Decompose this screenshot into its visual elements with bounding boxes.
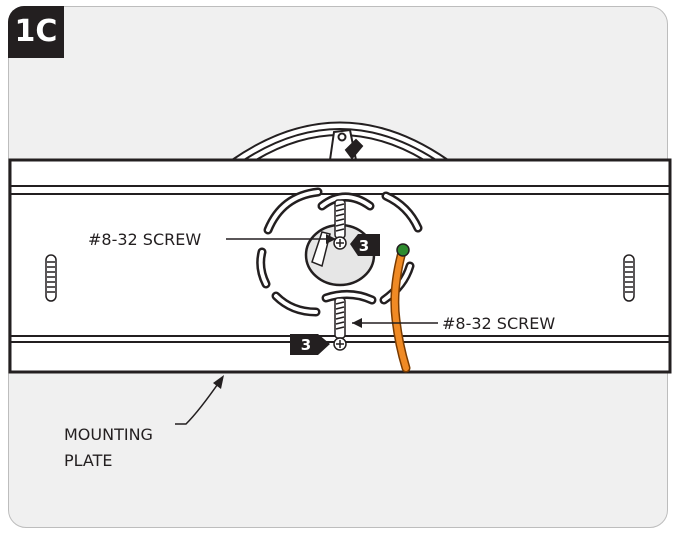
label-screw-lower: #8-32 SCREW: [442, 314, 555, 333]
callout-number-upper: 3: [359, 237, 369, 255]
step-label: 1C: [14, 14, 58, 49]
slot-ring: [256, 187, 423, 317]
ground-wire: [390, 243, 411, 373]
screw-icon-lower: [333, 297, 347, 351]
arrow-icon: [213, 234, 362, 389]
label-screw-upper: #8-32 SCREW: [88, 230, 201, 249]
label-mounting-plate-1: MOUNTING: [64, 425, 153, 444]
callout-badge-icon-lower: 3: [290, 334, 330, 355]
callout-number-lower: 3: [301, 336, 311, 354]
label-mounting-plate-2: PLATE: [64, 451, 113, 470]
screw-icon-upper: [333, 199, 347, 250]
side-bolt-left: [45, 254, 57, 302]
callout-badge-icon-upper: 3: [350, 234, 380, 256]
step-badge: 1C: [8, 6, 64, 58]
side-bolt-right: [623, 254, 635, 302]
